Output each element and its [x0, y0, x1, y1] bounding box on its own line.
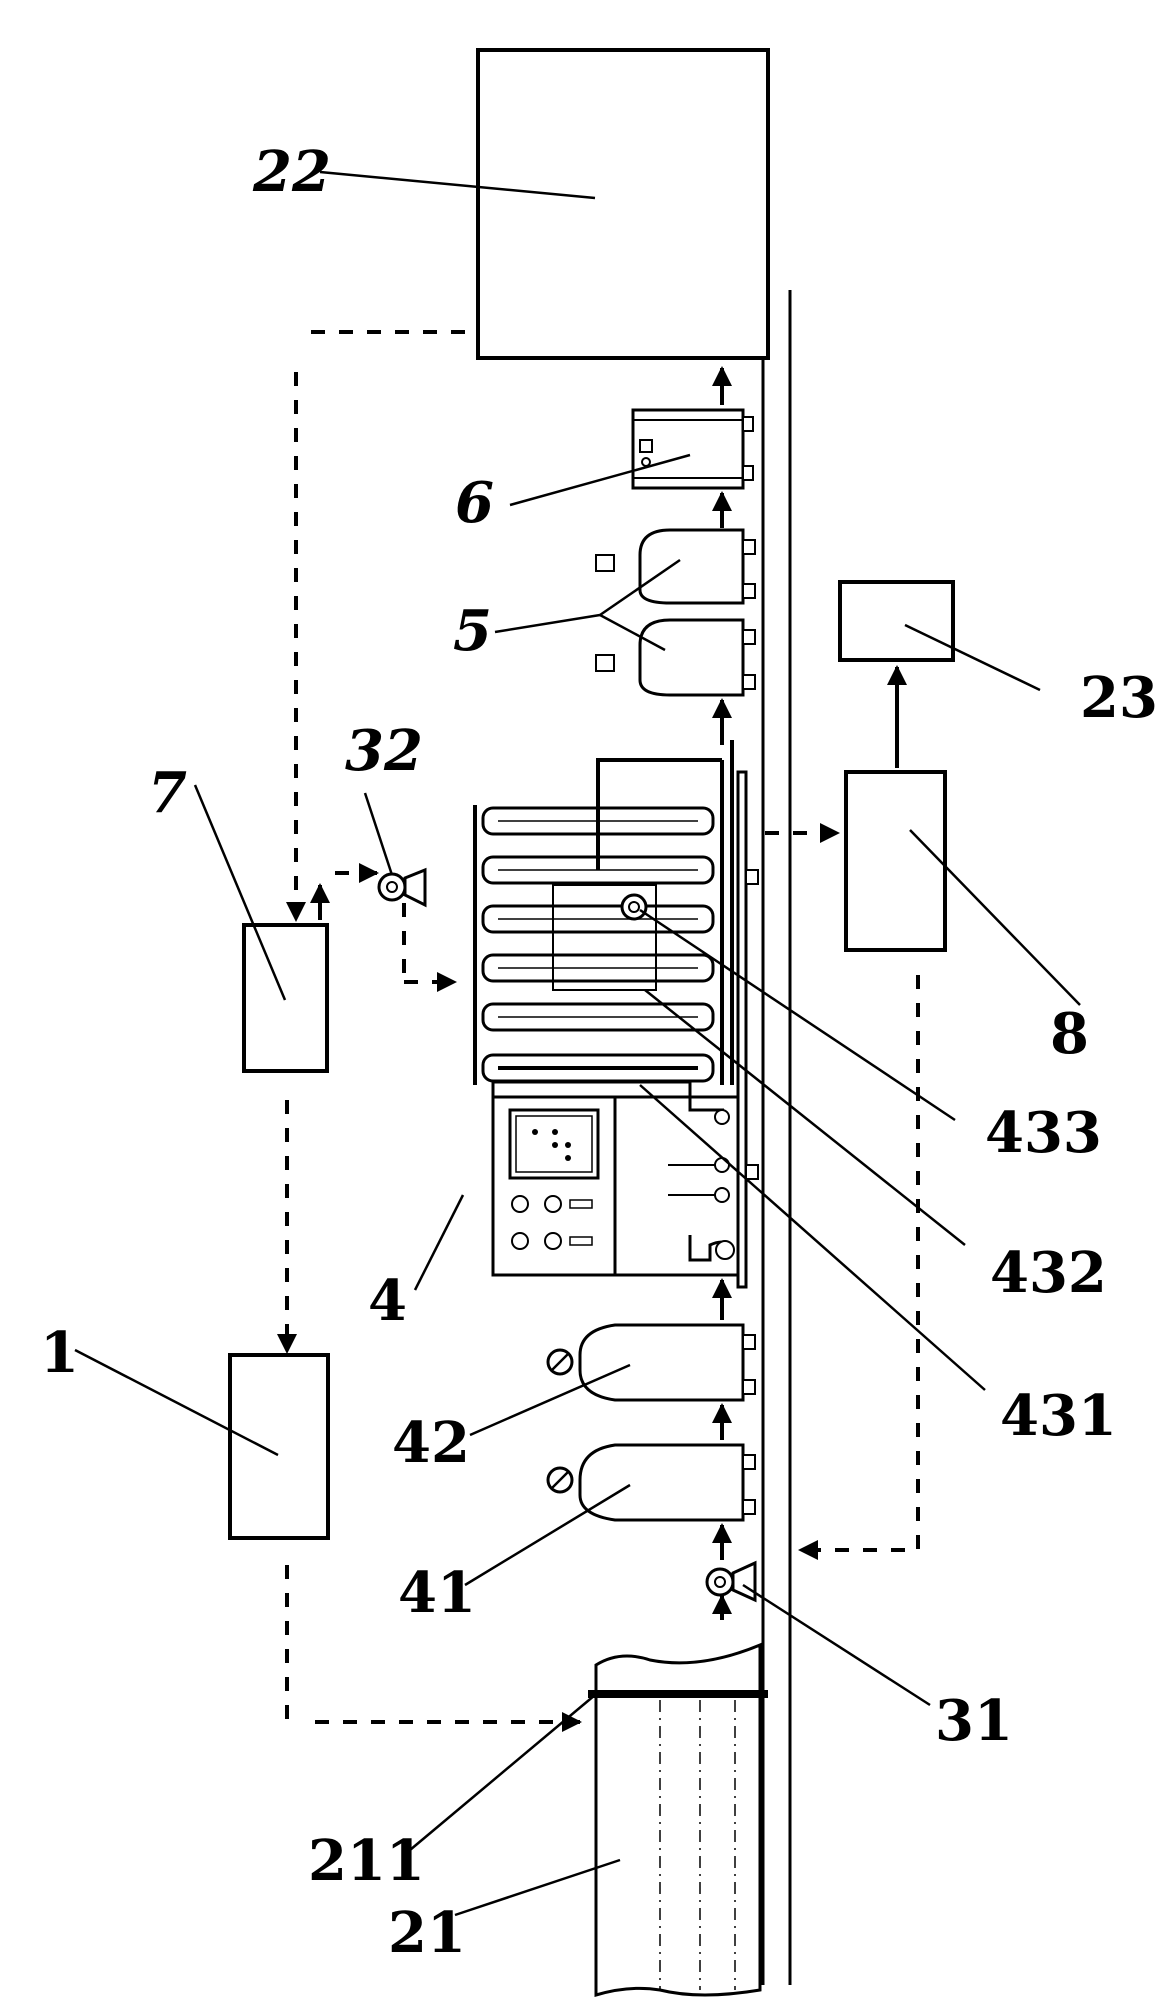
well-21	[588, 1642, 768, 1998]
box-1	[228, 1353, 330, 1540]
membrane-rack	[473, 740, 759, 1289]
label-23: 23	[1080, 665, 1158, 731]
label-32: 32	[345, 718, 423, 784]
label-433: 433	[985, 1100, 1102, 1166]
control-cabinet-4	[491, 1080, 740, 1277]
box-22	[476, 48, 770, 360]
label-431: 431	[1000, 1383, 1117, 1449]
membrane-tube-431	[481, 1053, 715, 1083]
label-41: 41	[398, 1560, 476, 1626]
label-6: 6	[455, 470, 494, 536]
membrane-tube	[481, 1002, 715, 1032]
label-21: 21	[388, 1900, 466, 1966]
solid-flow-arrows	[310, 366, 907, 1620]
tank-41	[546, 1443, 756, 1522]
label-7: 7	[148, 760, 187, 826]
label-8: 8	[1050, 1001, 1089, 1067]
tank-5-upper	[595, 528, 756, 605]
ring-211	[588, 1690, 768, 1698]
boundary-lines	[761, 290, 792, 1985]
label-4: 4	[368, 1268, 407, 1334]
unit-6	[631, 408, 754, 490]
dashed-flow-arrows	[277, 330, 920, 1732]
membrane-tube	[481, 953, 715, 983]
pump-31	[705, 1560, 757, 1603]
leader-lines	[74, 170, 1081, 1917]
label-22: 22	[252, 139, 331, 205]
label-42: 42	[392, 1410, 470, 1476]
box-23	[838, 580, 955, 662]
label-31: 31	[935, 1688, 1013, 1754]
label-432: 432	[990, 1240, 1107, 1306]
box-8	[844, 770, 947, 952]
label-5: 5	[453, 598, 492, 664]
tank-42	[546, 1323, 756, 1402]
label-211: 211	[308, 1828, 425, 1894]
tank-5-lower	[595, 618, 756, 697]
membrane-tube	[481, 904, 715, 934]
label-1: 1	[40, 1320, 79, 1386]
pump-32	[377, 867, 427, 908]
